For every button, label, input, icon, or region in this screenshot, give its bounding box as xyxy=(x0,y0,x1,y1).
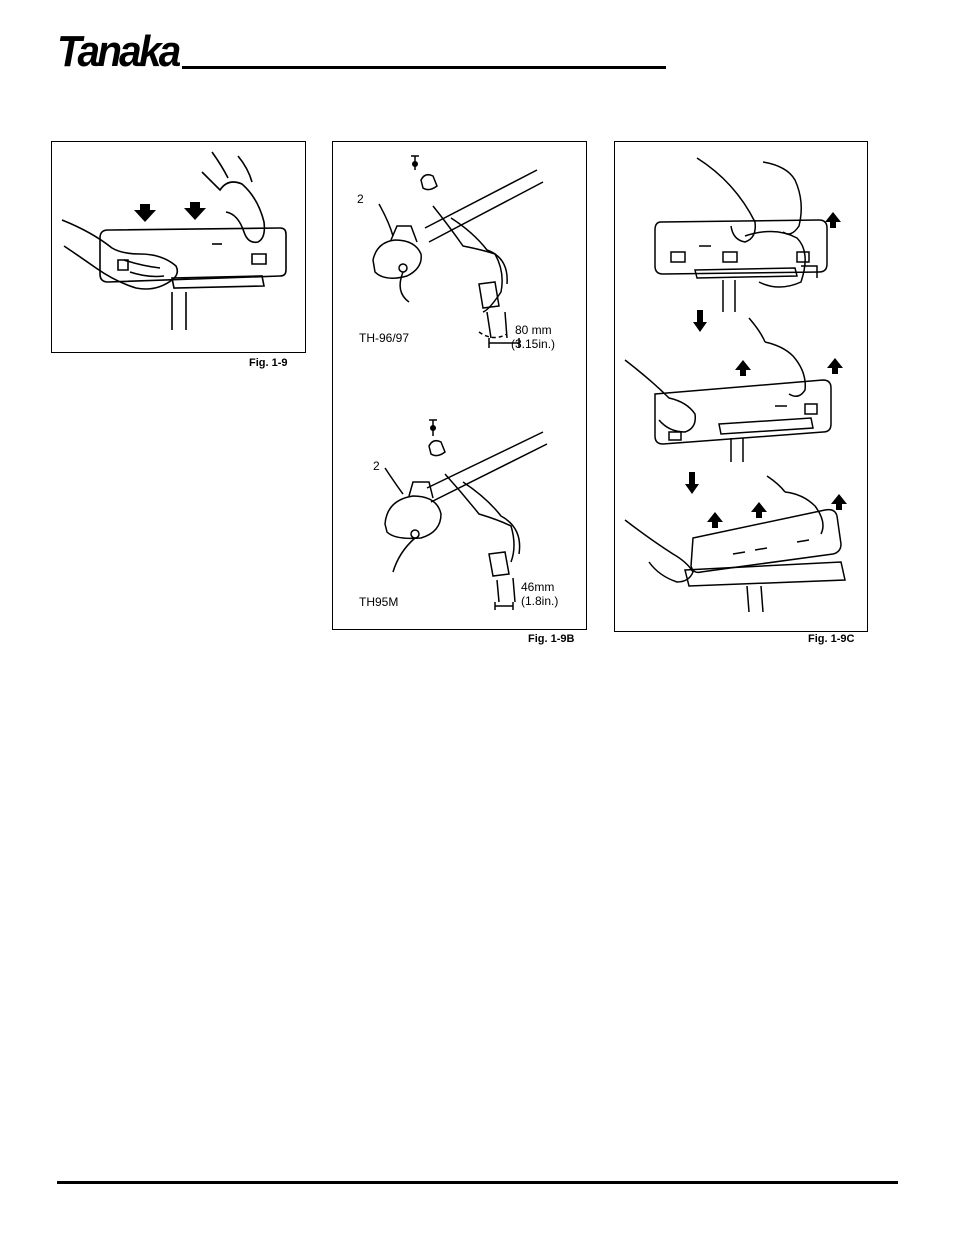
bottom-dimension-inch: (1.8in.) xyxy=(521,594,559,608)
top-dimension-inch: (3.15in.) xyxy=(511,337,556,351)
brand-logo: Tanaka xyxy=(57,27,181,76)
figure-1-9b: 2 TH-96/97 80 mm (3.15in.) 2 TH95M 46mm … xyxy=(332,141,587,630)
guard-install-illustration xyxy=(61,151,287,330)
top-dimension-mm: 80 mm xyxy=(515,323,552,337)
figure-caption: Fig. 1-9B xyxy=(528,633,575,645)
figure-1-9c xyxy=(614,141,868,632)
top-part-number: 2 xyxy=(357,192,364,206)
bottom-dimension-mm: 46mm xyxy=(521,580,555,594)
footer-rule xyxy=(57,1181,898,1184)
figure-1-9 xyxy=(51,141,306,353)
header-rule xyxy=(182,66,666,69)
trimmer-head-assembly-illustration xyxy=(372,155,548,610)
figure-caption: Fig. 1-9 xyxy=(249,357,288,369)
guard-removal-illustration xyxy=(624,157,847,613)
top-model-label: TH-96/97 xyxy=(359,331,410,345)
figure-caption: Fig. 1-9C xyxy=(808,633,855,645)
bottom-part-number: 2 xyxy=(373,459,380,473)
bottom-model-label: TH95M xyxy=(359,595,399,609)
registered-mark: ® xyxy=(172,62,177,68)
